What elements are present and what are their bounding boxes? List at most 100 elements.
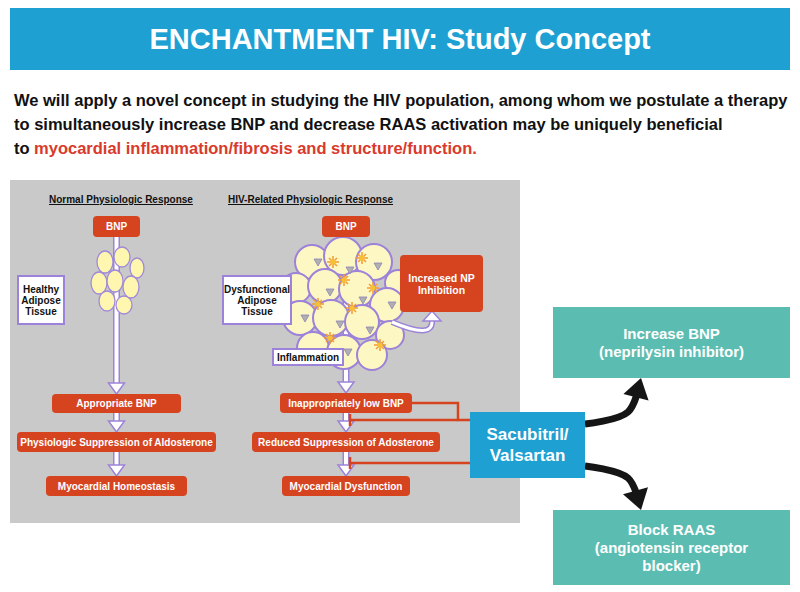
inflammation-star [312,298,324,310]
inflammation-star [350,306,355,311]
inflammation-star [367,282,379,294]
inflammation-star [338,274,350,286]
arrow-head [109,421,125,432]
inflammation-star [356,252,368,264]
box-text: Dysfunctional Adipose Tissue [224,284,290,317]
receptor-triangles [344,349,352,356]
inflammation-star [324,332,336,344]
healthy-adipose-cells [116,296,132,314]
dysfunctional-adipose-cells [357,340,387,370]
box-text: Increased NP Inhibition [402,272,481,296]
inflammation-star [312,252,386,351]
box-text: Block RAAS [628,521,716,539]
receptor-triangles [326,289,334,296]
arrow-head [338,465,354,476]
slide-title: ENCHANTMENT HIV: Study Concept [10,8,790,70]
box-text: Myocardial Homeostasis [58,481,175,492]
inflammation-star [312,298,324,310]
box-text: Healthy Adipose Tissue [20,284,62,317]
flow-arrow [338,413,354,432]
inflammation-star [328,336,333,341]
arrow-head [109,465,125,476]
receptor-triangles [366,327,374,334]
outcome-box: Myocardial Homeostasis [46,476,187,496]
box-text: Myocardial Dysfunction [290,481,403,492]
inhibition-bar [349,457,352,469]
healthy-adipose-cells [114,247,130,267]
hormone-box: BNP [93,216,140,237]
inflammation-star [346,302,358,314]
inhibition-bar [350,462,470,465]
inflammation-star [327,256,339,268]
inflammation-star [338,274,350,286]
receptor-triangles [374,263,382,270]
healthy-adipose-cells [99,291,115,311]
panel-heading: Normal Physiologic Response [49,194,193,205]
arrow-head [623,487,648,510]
box-text: Appropriate BNP [76,398,157,409]
inhibition-bar [349,414,352,426]
box-text: Reduced Suppression of Adosterone [258,437,434,448]
box-text: Inappropriately low BNP [288,398,404,409]
receptor-triangles [388,302,396,309]
process-box: Reduced Suppression of Adosterone [252,432,440,452]
box-text: BNP [335,221,356,232]
inflammation-star [378,343,383,348]
healthy-adipose-cells [130,258,144,278]
healthy-adipose-cells [91,247,144,314]
box-text: (angiotensin receptor blocker) [585,539,758,575]
feedback-arrow [392,311,441,331]
healthy-adipose-cells [107,270,123,292]
box-text: Inflammation [277,352,339,363]
dysfunctional-adipose-cells [308,269,342,303]
process-box: Appropriate BNP [52,394,181,413]
inflammation-star [360,256,365,261]
inflammation-star [327,256,339,268]
inflammation-star [367,282,379,294]
arrow-head [109,383,125,394]
healthy-adipose-cells [97,251,113,273]
therapy-arrow [585,466,641,510]
therapy-arrow [585,466,648,510]
inflammation-star [316,302,321,307]
process-box: Physiologic Suppression of Aldosterone [17,432,216,452]
outcome-box: Myocardial Dysfunction [282,476,410,496]
title-band [10,8,790,70]
flow-arrow [109,413,125,432]
receptor-triangles [314,259,322,266]
dysfunctional-adipose-cells [313,300,349,336]
tissue-label-box: Inflammation [272,348,344,366]
box-text: (neprilysin inhibitor) [599,343,744,361]
healthy-adipose-cells [91,272,107,294]
arrow-head [623,378,648,401]
inflammation-star [374,339,386,351]
inflammation-star [331,260,336,265]
arrow-head [338,382,354,393]
inhibition-bar [350,419,458,422]
therapy-box: Sacubitril/ Valsartan [470,412,585,478]
inflammation-star [342,278,347,283]
inflammation-star [324,332,336,344]
process-box: Increased NP Inhibition [400,255,483,312]
inflammation-star [356,252,368,264]
inflammation-star [374,339,386,351]
inhibition-line [412,403,470,420]
inhibition-line [412,403,470,420]
intro-paragraph: We will apply a novel concept in studyin… [14,88,794,160]
tissue-label-box: Healthy Adipose Tissue [17,275,65,325]
receptor-triangles [346,267,354,274]
healthy-adipose-cells [123,276,139,298]
therapy-arrow [585,378,641,424]
tissue-label-box: Dysfunctional Adipose Tissue [222,275,292,325]
flow-arrow [109,452,125,476]
process-box: Inappropriately low BNP [280,393,412,413]
receptor-triangles [301,259,396,356]
hormone-box: BNP [322,216,370,237]
mechanism-box: Increase BNP(neprilysin inhibitor) [553,307,790,378]
box-text: Increase BNP [623,325,720,343]
highlight-text: myocardial inflammation/fibrosis and str… [34,139,477,157]
panel-heading: HIV-Related Physiologic Response [228,194,393,205]
feedback-arrow [423,311,441,321]
